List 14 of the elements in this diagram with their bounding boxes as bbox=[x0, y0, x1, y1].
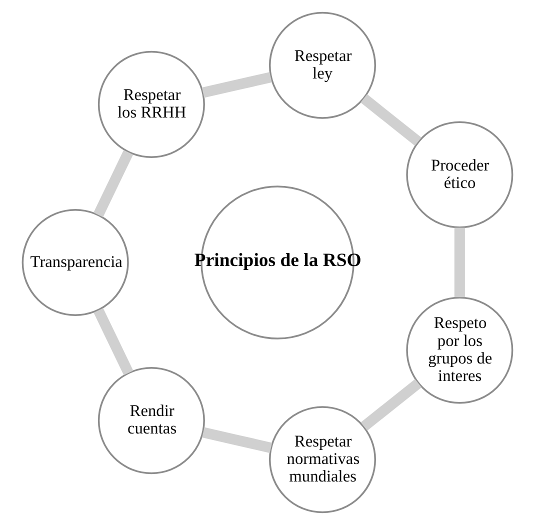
node-circle: Rendir cuentas bbox=[98, 367, 205, 474]
connector bbox=[94, 150, 134, 218]
connector bbox=[360, 94, 422, 146]
connector bbox=[94, 308, 134, 376]
connector bbox=[454, 228, 465, 298]
node-circle: Respetar ley bbox=[268, 12, 376, 119]
connector bbox=[360, 379, 422, 431]
connector bbox=[202, 427, 272, 453]
node-circle: Transparencia bbox=[22, 208, 129, 316]
node-circle: Respeto por los grupos de interes bbox=[406, 296, 514, 404]
node-circle: Respetar normativas mundiales bbox=[268, 406, 376, 514]
connector bbox=[202, 72, 272, 98]
node-circle: Proceder ético bbox=[406, 121, 514, 228]
node-circle: Respetar los RRHH bbox=[98, 50, 205, 158]
